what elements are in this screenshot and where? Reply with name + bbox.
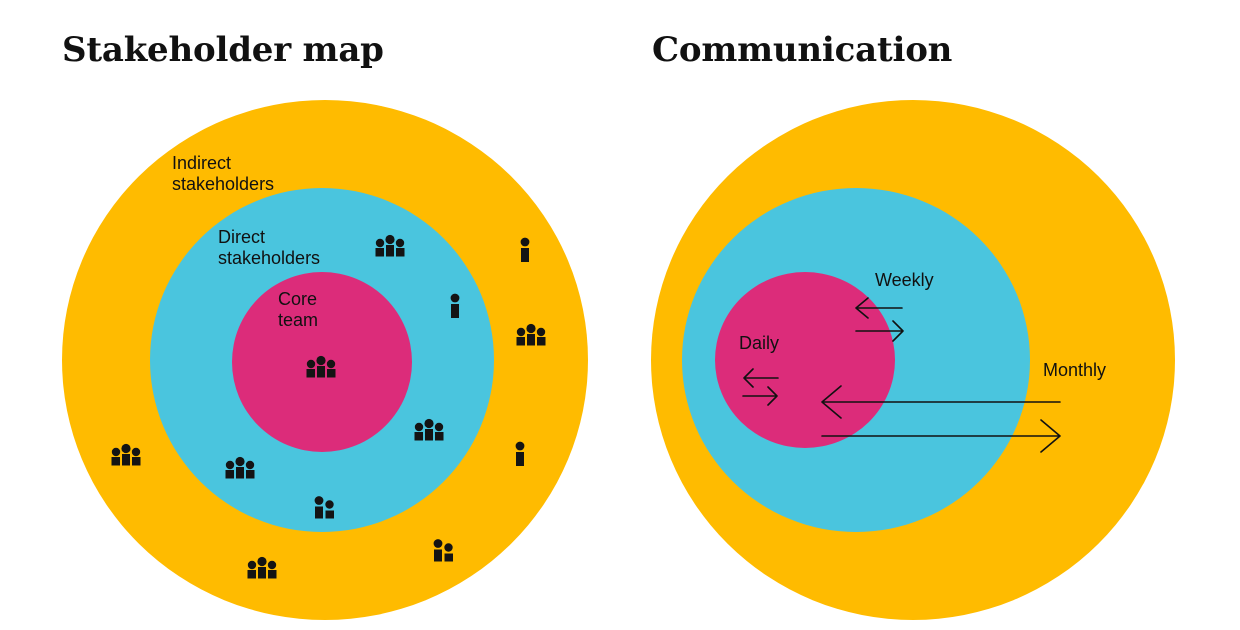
monthly-label: Monthly xyxy=(1043,360,1106,380)
person-icon xyxy=(515,441,525,466)
monthly-arrows-icon xyxy=(821,385,1061,453)
weekly-arrows-icon xyxy=(855,297,904,342)
daily-label: Daily xyxy=(739,333,779,353)
daily-arrows-icon xyxy=(742,368,779,406)
inner-circle-daily xyxy=(715,272,895,448)
communication-title: Communication xyxy=(652,30,953,70)
person-icon xyxy=(450,293,460,318)
person-icon xyxy=(520,237,530,262)
stakeholder-map-title: Stakeholder map xyxy=(62,30,384,70)
inner-circle-label: Core team xyxy=(278,289,322,330)
middle-ring-label: Direct stakeholders xyxy=(218,227,320,268)
communication-diagram: Daily Weekly Monthly xyxy=(651,100,1175,620)
outer-ring-label: Indirect stakeholders xyxy=(172,153,274,194)
stakeholder-map: Indirect stakeholders Direct stakeholder… xyxy=(62,100,588,620)
weekly-label: Weekly xyxy=(875,270,934,290)
